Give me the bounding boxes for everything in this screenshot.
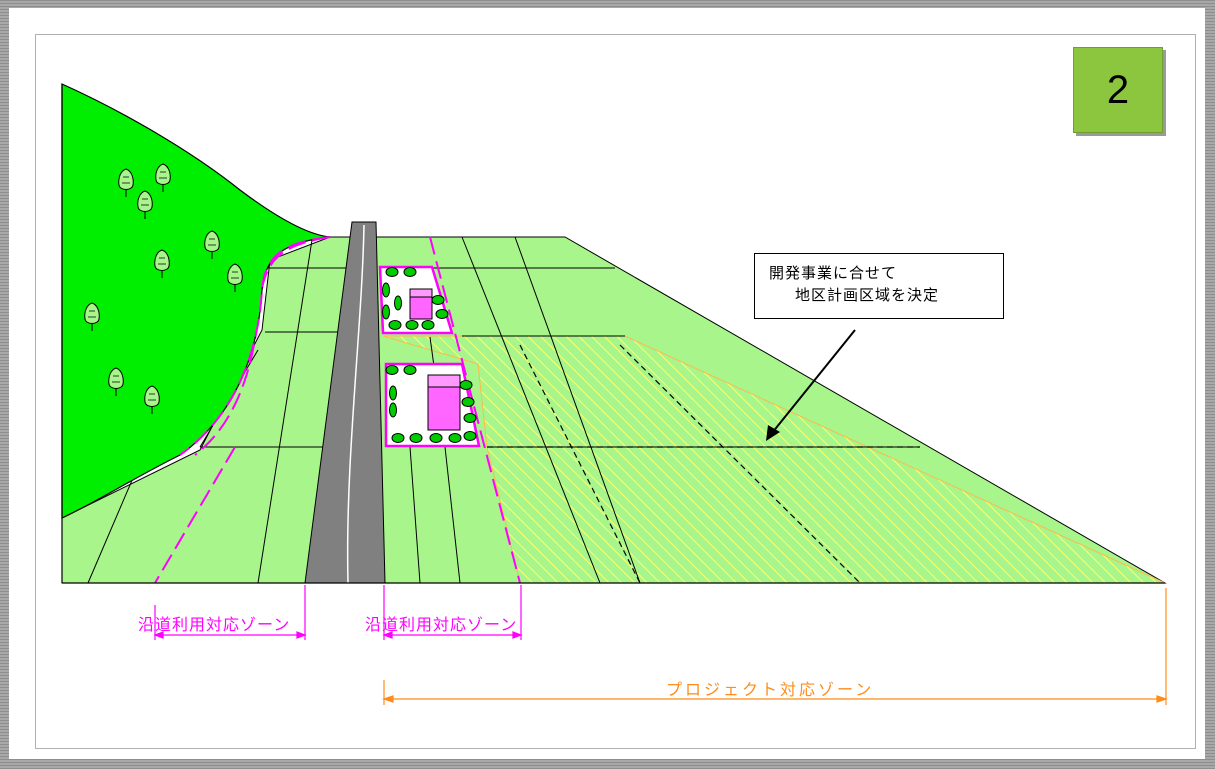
callout-box: 開発事業に合せて 地区計画区域を決定 xyxy=(754,253,1004,319)
tree-icon xyxy=(394,295,402,311)
shrub-icon xyxy=(435,309,449,319)
shrub-icon xyxy=(403,267,417,277)
roadside-zone-label-left: 沿道利用対応ゾーン xyxy=(138,615,291,634)
step-number-badge: 2 xyxy=(1073,47,1163,133)
shrub-icon xyxy=(385,365,399,375)
roadside-dimension-right xyxy=(382,585,523,640)
shrub-icon xyxy=(448,433,462,443)
tree-icon xyxy=(389,385,397,401)
tree-icon xyxy=(382,282,390,298)
shrub-icon xyxy=(459,380,473,390)
callout-line-2: 地区計画区域を決定 xyxy=(795,286,940,304)
lot-lower xyxy=(384,362,481,448)
shrub-icon xyxy=(385,267,399,277)
shrub-icon xyxy=(431,295,445,305)
roadside-zone-label-right: 沿道利用対応ゾーン xyxy=(365,615,518,634)
inner-frame xyxy=(35,34,1196,749)
callout-line-1: 開発事業に合せて xyxy=(769,264,898,282)
tree-icon xyxy=(389,402,397,418)
shrub-icon xyxy=(409,433,423,443)
shrub-icon xyxy=(391,433,405,443)
shrub-icon xyxy=(429,433,443,443)
shrub-icon xyxy=(421,320,435,330)
project-dimension xyxy=(382,588,1168,705)
roadside-dimension-left xyxy=(153,585,307,640)
shrub-icon xyxy=(463,413,477,423)
tree-icon xyxy=(382,304,390,320)
arrow-icon xyxy=(766,329,856,441)
shrub-icon xyxy=(405,320,419,330)
shrub-icon xyxy=(461,397,475,407)
shrub-icon xyxy=(388,320,402,330)
project-zone-label: プロジェクト対応ゾーン xyxy=(666,680,875,699)
lot-upper xyxy=(378,265,454,335)
district-dashed-lines xyxy=(487,344,920,584)
step-number: 2 xyxy=(1106,67,1130,112)
shrub-icon xyxy=(463,431,477,441)
shrub-icon xyxy=(403,365,417,375)
hill xyxy=(61,83,331,519)
